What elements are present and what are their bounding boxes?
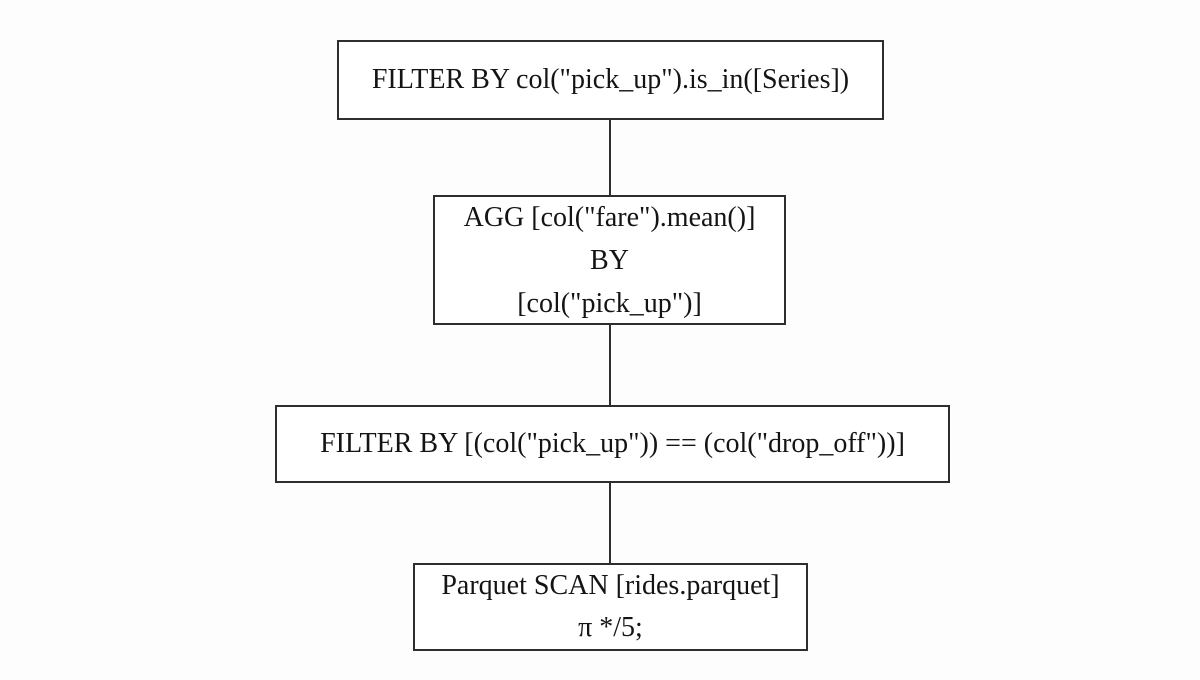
node-filter-equality: FILTER BY [(col("pick_up")) == (col("dro… <box>275 405 950 483</box>
node-aggregate: AGG [col("fare").mean()] BY [col("pick_u… <box>433 195 786 325</box>
edge-connector-2 <box>609 325 611 405</box>
node-filter-isin: FILTER BY col("pick_up").is_in([Series]) <box>337 40 884 120</box>
node-line: BY <box>590 244 629 276</box>
node-line: π */5; <box>578 612 643 643</box>
node-line: Parquet SCAN [rides.parquet] <box>441 570 780 601</box>
node-parquet-scan: Parquet SCAN [rides.parquet] π */5; <box>413 563 808 651</box>
edge-connector-3 <box>609 483 611 563</box>
edge-connector-1 <box>609 120 611 195</box>
node-line: [col("pick_up")] <box>517 287 702 319</box>
node-line: FILTER BY [(col("pick_up")) == (col("dro… <box>320 428 905 459</box>
node-line: FILTER BY col("pick_up").is_in([Series]) <box>371 64 850 95</box>
node-line: AGG [col("fare").mean()] <box>463 201 756 233</box>
